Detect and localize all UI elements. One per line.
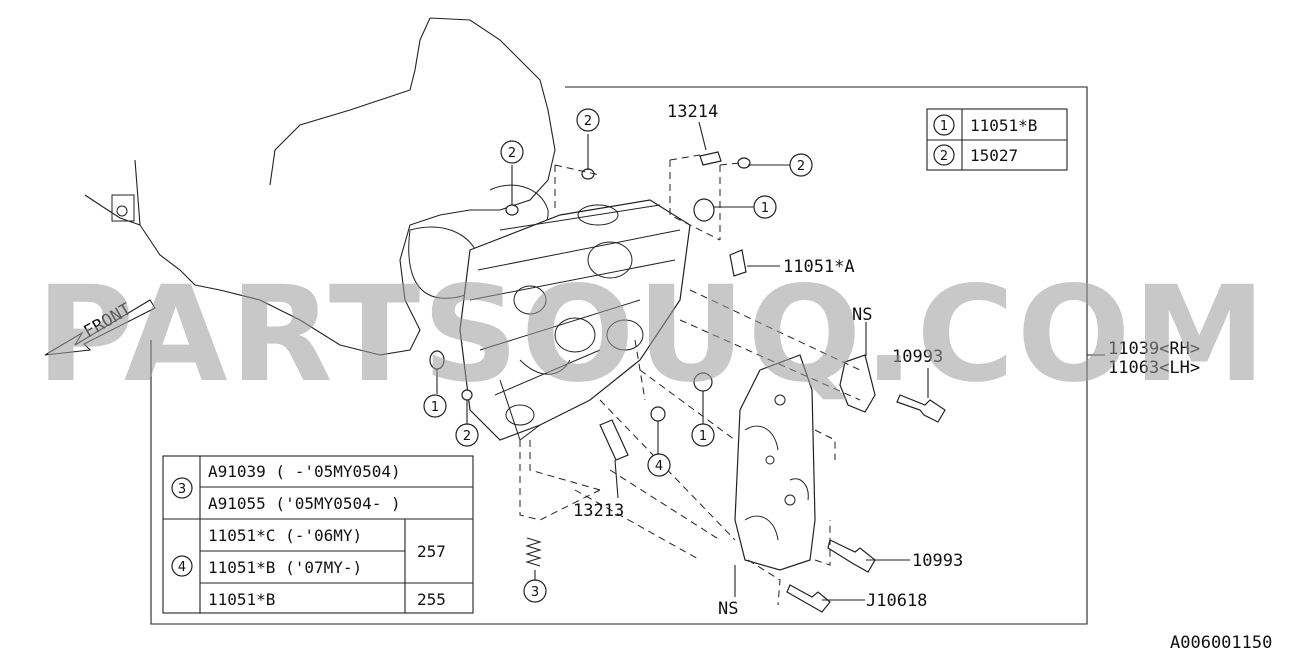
- bolt-2-top: [581, 168, 595, 180]
- ref-circle-2-center: 2: [500, 140, 524, 164]
- svg-text:1: 1: [761, 201, 769, 216]
- callout-ns-bottom: NS: [718, 599, 738, 619]
- legend-top-ref-2: 2: [940, 149, 948, 164]
- dowel-13214: [699, 151, 722, 166]
- diagram-code: A006001150: [1170, 633, 1272, 653]
- plug-11051a: [729, 249, 747, 277]
- legend-bottom-ref-4: 4: [178, 560, 186, 575]
- callout-10993-bottom: 10993: [912, 551, 963, 571]
- ns-bracket: [839, 354, 876, 413]
- ref-circle-2-top: 2: [576, 108, 600, 132]
- svg-text:4: 4: [655, 459, 663, 474]
- ref-circle-4: 4: [647, 453, 671, 477]
- legend-bottom-row-11051c: 11051*C (-'06MY): [208, 526, 362, 545]
- ref-circle-2-right: 2: [789, 153, 813, 177]
- callout-11039-rh: 11039<RH>: [1108, 339, 1200, 359]
- legend-top-part-2: 15027: [970, 146, 1018, 165]
- svg-text:2: 2: [584, 114, 592, 129]
- legend-bottom-row-a91055: A91055 ('05MY0504- ): [208, 494, 401, 513]
- ref-circle-1-mid: 1: [691, 423, 715, 447]
- callout-ns-top: NS: [852, 305, 872, 325]
- svg-text:1: 1: [699, 429, 707, 444]
- bolt-10993-top: [896, 394, 946, 423]
- callout-10993-top: 10993: [892, 347, 943, 367]
- callout-13213: 13213: [573, 501, 624, 521]
- ref-circle-1-top: 1: [753, 195, 777, 219]
- callout-13214: 13214: [667, 102, 718, 122]
- legend-bottom-row-11051b-07: 11051*B ('07MY-): [208, 558, 362, 577]
- dowel-13213: [599, 419, 629, 461]
- callout-11051a: 11051*A: [783, 257, 855, 277]
- legend-top-ref-1: 1: [940, 119, 948, 134]
- bolt-2-right: [737, 157, 751, 169]
- legend-top-part-1: 11051*B: [970, 116, 1037, 135]
- engine-block-bracket: [111, 194, 135, 222]
- bolt-j10618: [786, 584, 831, 613]
- svg-text:1: 1: [431, 400, 439, 415]
- legend-top-table: 1 2 11051*B 15027: [926, 108, 1068, 171]
- ref-circle-1-left: 1: [423, 394, 447, 418]
- bolt-2-center: [505, 204, 519, 216]
- spring-part: [525, 537, 542, 567]
- camshaft-carrier: [734, 354, 816, 571]
- legend-bottom-ref-3: 3: [178, 482, 186, 497]
- cylinder-head: [459, 199, 691, 441]
- callout-j10618: J10618: [866, 591, 927, 611]
- plug-1-top: [693, 198, 715, 222]
- ref-circle-2-lower: 2: [455, 423, 479, 447]
- svg-text:2: 2: [508, 146, 516, 161]
- engine-block-hole: [116, 205, 128, 217]
- svg-text:2: 2: [463, 429, 471, 444]
- ref-circle-3: 3: [523, 579, 547, 603]
- callout-11063-lh: 11063<LH>: [1108, 358, 1200, 378]
- watermark-text: PARTSOUQ.COM: [36, 258, 1268, 412]
- bolt-10993-bottom: [827, 539, 876, 573]
- frame-border: [150, 86, 1088, 625]
- legend-bottom-qty-257: 257: [417, 542, 446, 561]
- leader-lines: [436, 121, 1105, 601]
- legend-bottom-row-11051b: 11051*B: [208, 590, 275, 609]
- legend-bottom-row-a91039: A91039 ( -'05MY0504): [208, 462, 401, 481]
- legend-bottom-qty-255: 255: [417, 590, 446, 609]
- svg-text:2: 2: [797, 159, 805, 174]
- legend-bottom-table: 3 4 A91039 ( -'05MY0504) A91055 ('05MY05…: [162, 455, 474, 614]
- svg-text:3: 3: [531, 585, 539, 600]
